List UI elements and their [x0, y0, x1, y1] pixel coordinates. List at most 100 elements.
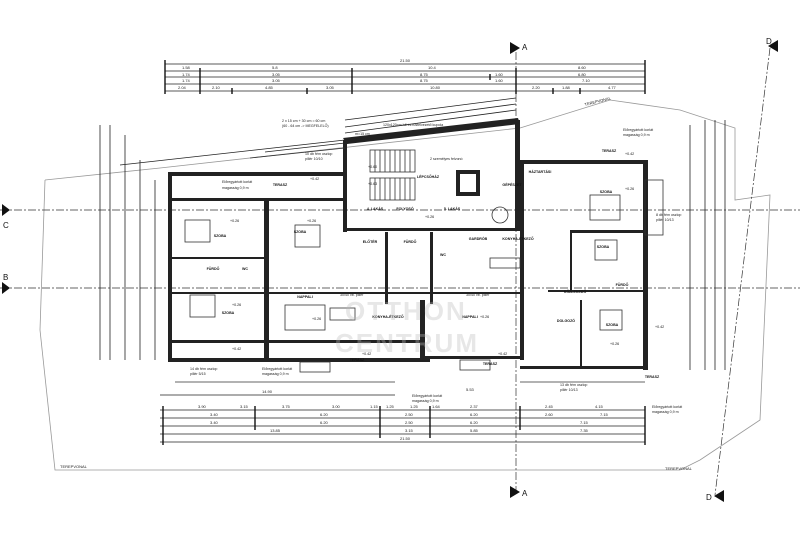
staircase [369, 149, 416, 201]
svg-text:+0.42: +0.42 [655, 325, 664, 329]
svg-text:6.20: 6.20 [320, 420, 329, 425]
svg-text:sz=30 cm: sz=30 cm [355, 137, 370, 141]
room-furdo-3: FÜRDŐ [616, 282, 629, 287]
svg-text:2 személyes felvonó: 2 személyes felvonó [430, 157, 463, 161]
watermark: OTTHON CENTRUM [335, 296, 479, 358]
svg-text:magasság 0,9 m: magasság 0,9 m [222, 186, 249, 190]
site-boundary: TEREPVONAL TEREPVONAL TEREPVONAL [39, 95, 771, 471]
svg-text:2.10: 2.10 [212, 85, 221, 90]
svg-text:3.40: 3.40 [210, 420, 219, 425]
svg-text:Előregyártott korlát: Előregyártott korlát [652, 405, 682, 409]
svg-text:TEREPVONAL: TEREPVONAL [665, 466, 693, 471]
svg-text:+0.26: +0.26 [610, 342, 619, 346]
svg-text:Előregyártott korlát: Előregyártott korlát [262, 367, 292, 371]
room-lepcsohaz: LÉPCSŐHÁZ [417, 174, 440, 179]
svg-text:OTTHON: OTTHON [345, 296, 467, 326]
room-eloter: ELŐTÉR [363, 239, 378, 244]
furniture [184, 194, 623, 373]
svg-text:8.75: 8.75 [420, 78, 429, 83]
label-lakas-4: 4. LAKÁS [367, 206, 384, 211]
svg-text:6.20: 6.20 [470, 412, 479, 417]
svg-text:+0.60: +0.60 [368, 165, 377, 169]
svg-text:2.04: 2.04 [178, 85, 187, 90]
svg-text:8 db fém oszlop: 8 db fém oszlop [656, 213, 681, 217]
svg-text:6.20: 6.20 [470, 420, 479, 425]
svg-text:8.60: 8.60 [578, 65, 587, 70]
svg-text:21.50: 21.50 [400, 436, 411, 441]
svg-text:3.40: 3.40 [210, 412, 219, 417]
svg-text:D: D [766, 37, 772, 46]
svg-text:10 db fém oszlop: 10 db fém oszlop [305, 152, 332, 156]
room-furdo-1: FÜRDŐ [207, 266, 220, 271]
bottom-dimensions: 3.90 3.15 3.75 3.00 1.15 1.25 1.25 1.64 … [160, 387, 646, 445]
svg-text:3.15: 3.15 [405, 428, 414, 433]
room-furdo-2: FÜRDŐ [404, 239, 417, 244]
terrace-railings [175, 147, 664, 383]
svg-text:8.75: 8.75 [420, 72, 429, 77]
room-nappali-1: NAPPALI [297, 295, 313, 299]
svg-text:13.85: 13.85 [270, 428, 281, 433]
svg-text:2.45: 2.45 [545, 404, 554, 409]
svg-text:1.25: 1.25 [386, 404, 395, 409]
room-kozlekedo: KÖZLEKEDŐ [564, 289, 587, 294]
annotations: 2 x 15 cm + 30 cm = 60 cm (60 - 64 cm ->… [190, 119, 682, 414]
room-folyoso: FOLYOSÓ [396, 206, 413, 211]
svg-text:pillér 10/13: pillér 10/13 [656, 218, 674, 222]
section-marker-d-bottom: D [706, 490, 724, 502]
svg-text:magasság 0,9 m: magasság 0,9 m [262, 372, 289, 376]
svg-text:+0.42: +0.42 [310, 177, 319, 181]
svg-text:1.88: 1.88 [562, 85, 571, 90]
svg-text:1.64: 1.64 [432, 404, 441, 409]
room-terasz-north: TERASZ [273, 183, 288, 187]
svg-text:Előregyártott korlát: Előregyártott korlát [412, 394, 442, 398]
room-wc-2: WC [440, 253, 446, 257]
room-gardrob: GARDRÓB [469, 236, 488, 241]
svg-text:6.20: 6.20 [320, 412, 329, 417]
room-haztartasi: HÁZTARTÁSI [529, 169, 552, 174]
room-szoba-5: SZOBA [597, 245, 610, 249]
svg-text:+0.26: +0.26 [312, 317, 321, 321]
svg-text:1.58: 1.58 [182, 65, 191, 70]
svg-text:30/40 vb. pillér: 30/40 vb. pillér [340, 293, 364, 297]
svg-text:7.10: 7.10 [582, 78, 591, 83]
svg-text:TEREPVONAL: TEREPVONAL [584, 95, 612, 107]
svg-text:1.25: 1.25 [410, 404, 419, 409]
label-lakas-5: 5. LAKÁS [444, 206, 461, 211]
room-nappali-2: NAPPALI [462, 315, 478, 319]
svg-text:10.4: 10.4 [428, 65, 437, 70]
svg-text:4.77: 4.77 [608, 85, 617, 90]
svg-text:1.60: 1.60 [495, 78, 504, 83]
svg-text:3.05: 3.05 [272, 72, 281, 77]
svg-text:2.37: 2.37 [470, 404, 479, 409]
svg-text:CENTRUM: CENTRUM [335, 328, 479, 358]
svg-text:2.50: 2.50 [405, 420, 414, 425]
slanted-dimensions [119, 97, 517, 166]
room-konyha-2: KONYHA-ÉTKEZŐ [502, 236, 534, 241]
section-marker-a-bottom: A [510, 486, 528, 498]
room-terasz-3: TERASZ [483, 362, 498, 366]
svg-text:magasság 0,9 m: magasság 0,9 m [412, 399, 439, 403]
room-terasz-4: TERASZ [602, 149, 617, 153]
svg-text:+0.42: +0.42 [232, 347, 241, 351]
svg-text:A: A [522, 489, 528, 498]
svg-text:2.20: 2.20 [532, 85, 541, 90]
svg-text:1.60: 1.60 [495, 72, 504, 77]
top-dimensions: 21.50 1.58 5.8 10.4 8.60 1.74 3.05 8.75 … [164, 58, 646, 94]
svg-text:7.15: 7.15 [580, 420, 589, 425]
svg-text:10.80: 10.80 [430, 85, 441, 90]
svg-text:m=15 cm: m=15 cm [355, 132, 370, 136]
section-marker-b: B [2, 273, 10, 294]
room-szoba-6: SZOBA [606, 323, 619, 327]
svg-text:+0.42: +0.42 [498, 352, 507, 356]
section-marker-a-top: A [510, 42, 528, 54]
svg-text:+0.42: +0.42 [625, 152, 634, 156]
svg-text:+0.63: +0.63 [368, 182, 377, 186]
svg-text:+0.26: +0.26 [425, 215, 434, 219]
svg-text:120x120cm hő és füstelvezető k: 120x120cm hő és füstelvezető kupola [383, 123, 443, 127]
svg-text:C: C [3, 221, 9, 230]
svg-text:Előregyártott korlát: Előregyártott korlát [623, 128, 653, 132]
svg-text:+0.26: +0.26 [232, 303, 241, 307]
svg-text:3.15: 3.15 [240, 404, 249, 409]
svg-text:+0.26: +0.26 [230, 219, 239, 223]
